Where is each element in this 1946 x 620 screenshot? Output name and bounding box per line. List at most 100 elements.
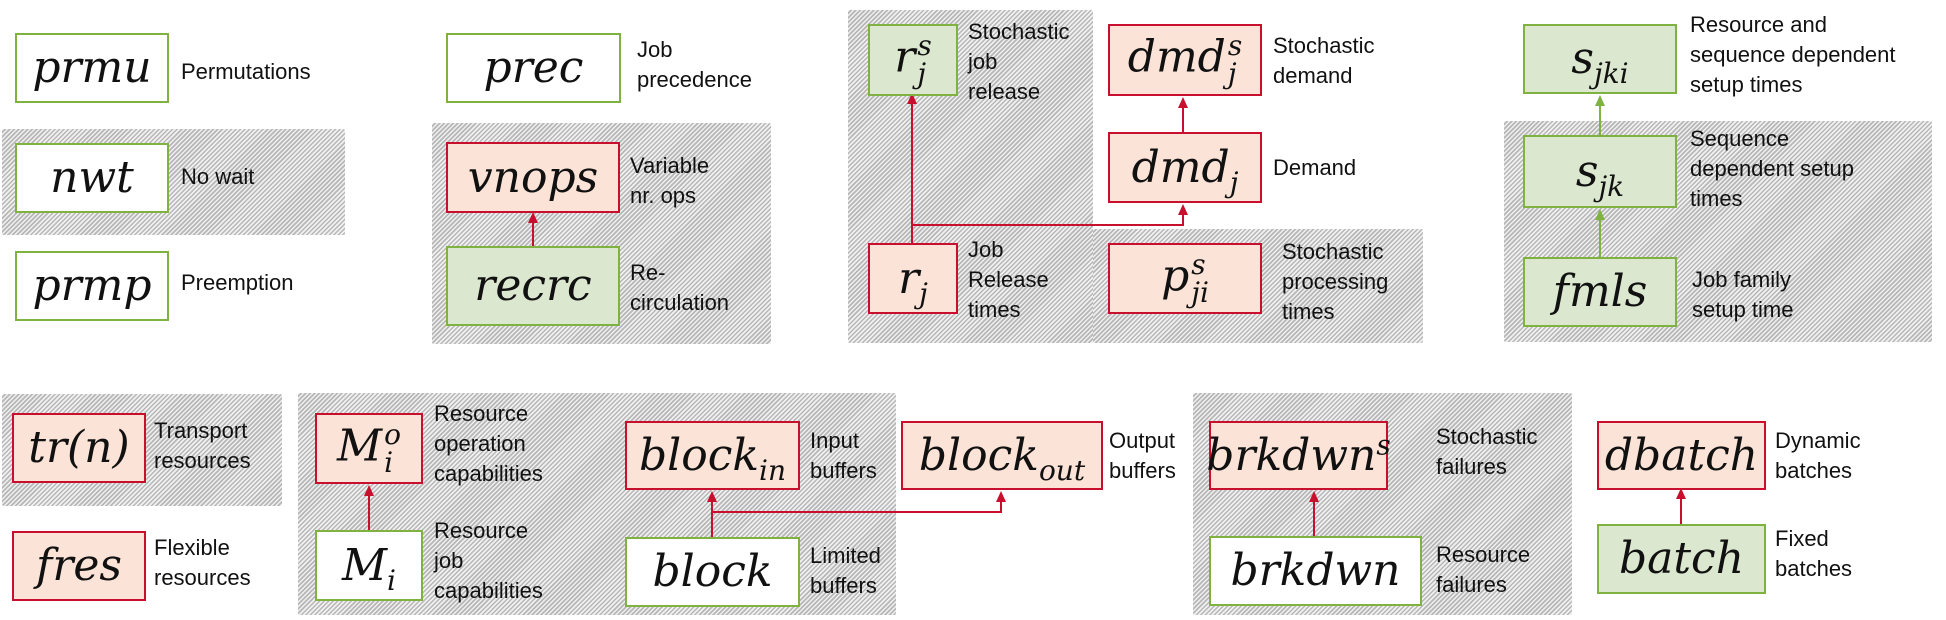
symbol-subscript: j [919,276,928,310]
symbol-rj: rj [898,256,928,307]
node-nwt: nwt [15,143,169,213]
symbol-dmdj: dmdj [1132,145,1239,196]
symbol-subscript: jk [1598,169,1625,203]
symbol-base: brkdwn [1230,545,1401,596]
symbol-base: r [898,252,920,304]
symbol-superscript: s [1191,247,1206,281]
symbol-vnops: vnops [468,155,598,200]
arrow-rj-to-dmdj [912,204,1188,226]
node-blockout: blockout [901,421,1103,490]
node-sjki: sjki [1523,24,1677,94]
symbol-base: prmp [32,260,152,311]
symbol-block: block [652,550,772,594]
label-prmp: Preemption [181,270,294,295]
node-fres: fres [12,531,146,601]
symbol-brkdwn: brkdwn [1230,549,1400,593]
symbol-base: fmls [1552,266,1648,317]
symbol-base: s [1571,33,1594,84]
symbol-base: fres [36,540,122,591]
symbol-superscript: s [917,29,932,62]
label-recrc: Re-circulation [630,260,730,315]
symbol-base: s [1575,145,1599,197]
symbol-subscript: jki [1593,56,1629,90]
node-mi: Mi [315,530,423,601]
node-prec: prec [446,33,621,103]
node-prmp: prmp [15,251,169,321]
symbol-subscript: j [1229,165,1239,199]
symbol-superscript: o [384,417,401,451]
symbol-mi: Mi [342,543,396,594]
symbol-base: block [652,546,773,597]
symbol-base: r [894,31,916,83]
node-blockin: blockin [625,421,800,490]
symbol-subscript: j [917,57,927,90]
symbol-recrc: recrc [474,264,591,308]
node-prmu: prmu [15,33,169,103]
symbol-brkdwns: brkdwns [1206,430,1390,478]
node-trn: tr(n) [12,413,146,483]
node-dbatch: dbatch [1597,421,1766,490]
symbol-superscript: s [1376,427,1391,461]
node-batch: batch [1597,524,1766,594]
label-prmu: Permutations [181,59,311,84]
symbol-fmls: fmls [1553,270,1648,314]
symbol-base: dbatch [1604,429,1759,481]
node-dmdj: dmdj [1108,132,1262,203]
symbol-base: batch [1618,533,1745,584]
node-brkdwn: brkdwn [1209,536,1422,606]
symbol-base: nwt [50,152,134,203]
symbol-base: dmd [1127,31,1226,83]
symbol-blockout: blockout [919,433,1085,484]
symbol-subscript: out [1038,453,1086,487]
symbol-subscript: i [384,445,394,479]
symbol-fres: fres [36,544,122,588]
arrow-block-to-blockout [712,491,1006,513]
node-block: block [625,537,800,607]
node-sjk: sjk [1523,135,1677,208]
symbol-subscript: ji [1191,275,1209,309]
symbol-base: block [638,429,760,481]
symbol-sjk: sjk [1576,149,1624,200]
symbol-batch: batch [1619,537,1744,581]
symbol-base: prmu [32,42,152,93]
symbol-base: M [337,420,383,471]
symbol-prmp: prmp [32,264,151,308]
symbol-subscript: i [387,563,397,597]
symbol-prec: prec [484,46,584,90]
label-nwt: No wait [181,164,255,189]
label-dmdj: Demand [1273,155,1357,180]
symbol-base: recrc [474,260,592,311]
symbol-trn: tr(n) [28,426,129,470]
node-recrc: recrc [446,246,620,326]
symbol-base: brkdwn [1206,429,1377,481]
symbol-base: M [341,539,388,591]
symbol-base: vnops [467,151,599,203]
node-rj: rj [868,243,958,314]
symbol-base: block [918,429,1039,481]
symbol-dbatch: dbatch [1605,433,1758,478]
